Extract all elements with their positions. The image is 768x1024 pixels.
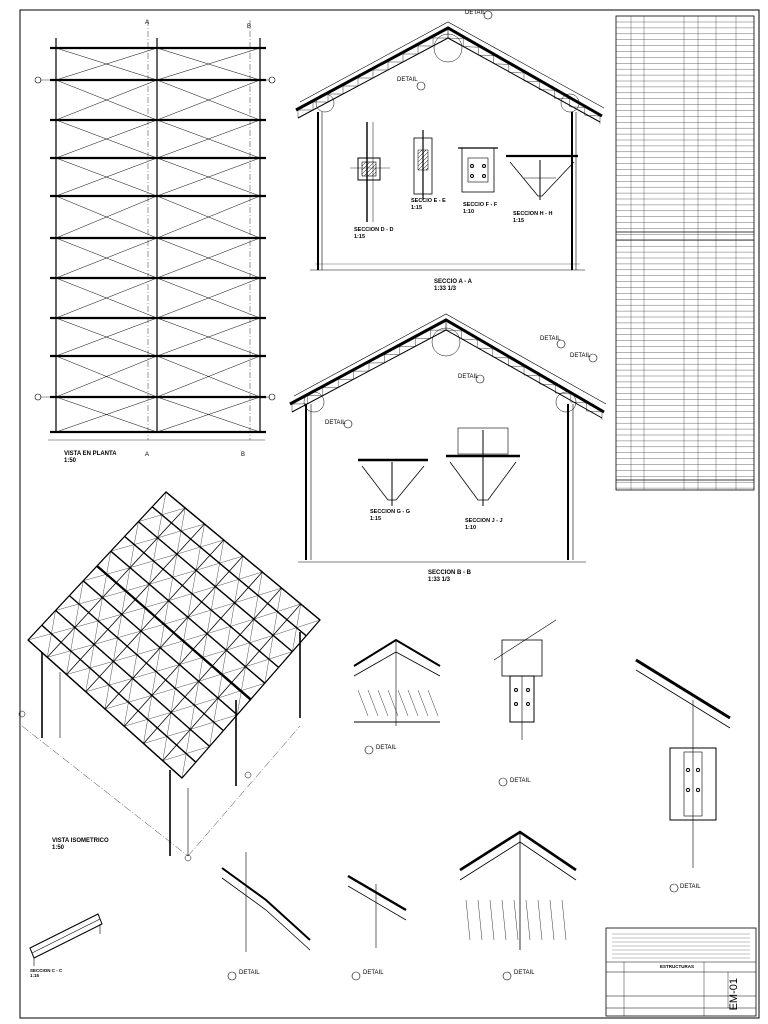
- detail-label: DETAIL: [514, 970, 535, 976]
- material-schedule-table: [615, 15, 755, 491]
- detail-label: DETAIL: [570, 353, 591, 359]
- isometric-drawing: [18, 491, 321, 862]
- detail-label: DETAIL: [325, 420, 346, 426]
- isometric-view-title: VISTA ISOMETRICO 1:50: [52, 838, 109, 851]
- grid-label-a-bottom: A: [145, 452, 149, 458]
- detail-label: DETAIL: [540, 336, 561, 342]
- detail-label: DETAIL: [376, 745, 397, 751]
- section-aa-title: SECCIO A - A 1:33 1/3: [434, 279, 473, 292]
- sheet-number: EM-01: [728, 978, 740, 1011]
- detail-views-row-1: [353, 619, 731, 868]
- detail-callout-icon: [227, 10, 679, 981]
- section-aa-drawing: [295, 21, 605, 271]
- section-bb-title: SECCION B - B 1:33 1/3: [428, 570, 472, 583]
- detail-label: DETAIL: [510, 778, 531, 784]
- title-block: [605, 927, 757, 1017]
- section-dd-title: SECCION D - D 1:15: [354, 227, 394, 240]
- section-details-gg-jj: [358, 427, 520, 506]
- grid-label-b-bottom: B: [241, 452, 245, 458]
- detail-label: DETAIL: [397, 77, 418, 83]
- section-bb-drawing: [289, 313, 607, 563]
- section-gg-title: SECCION G - G 1:15: [370, 509, 411, 522]
- section-details-dd-hh: [350, 122, 578, 222]
- title-block-discipline: ESTRUCTURAS: [660, 964, 695, 969]
- section-jj-title: SECCION J - J 1:10: [465, 518, 503, 531]
- grid-label-a-top: A: [145, 20, 149, 26]
- plan-view-drawing: [34, 20, 276, 441]
- detail-views-row-2: [221, 830, 577, 952]
- plan-view-title: VISTA EN PLANTA 1:50: [64, 451, 117, 464]
- section-ff-title: SECCIO F - F 1:10: [463, 202, 498, 215]
- section-cc-title: SECCION C - C 1:15: [30, 968, 63, 978]
- detail-label: DETAIL: [458, 374, 479, 380]
- detail-label: DETAIL: [239, 970, 260, 976]
- detail-label: DETAIL: [363, 970, 384, 976]
- section-cc-drawing: [29, 913, 103, 966]
- grid-label-b-top: B: [247, 24, 251, 30]
- section-hh-title: SECCION H - H 1:15: [513, 211, 553, 224]
- detail-label: DETAIL: [680, 884, 701, 890]
- section-ee-title: SECCIO E - E 1:15: [411, 198, 446, 211]
- detail-label: DETAIL: [465, 10, 486, 16]
